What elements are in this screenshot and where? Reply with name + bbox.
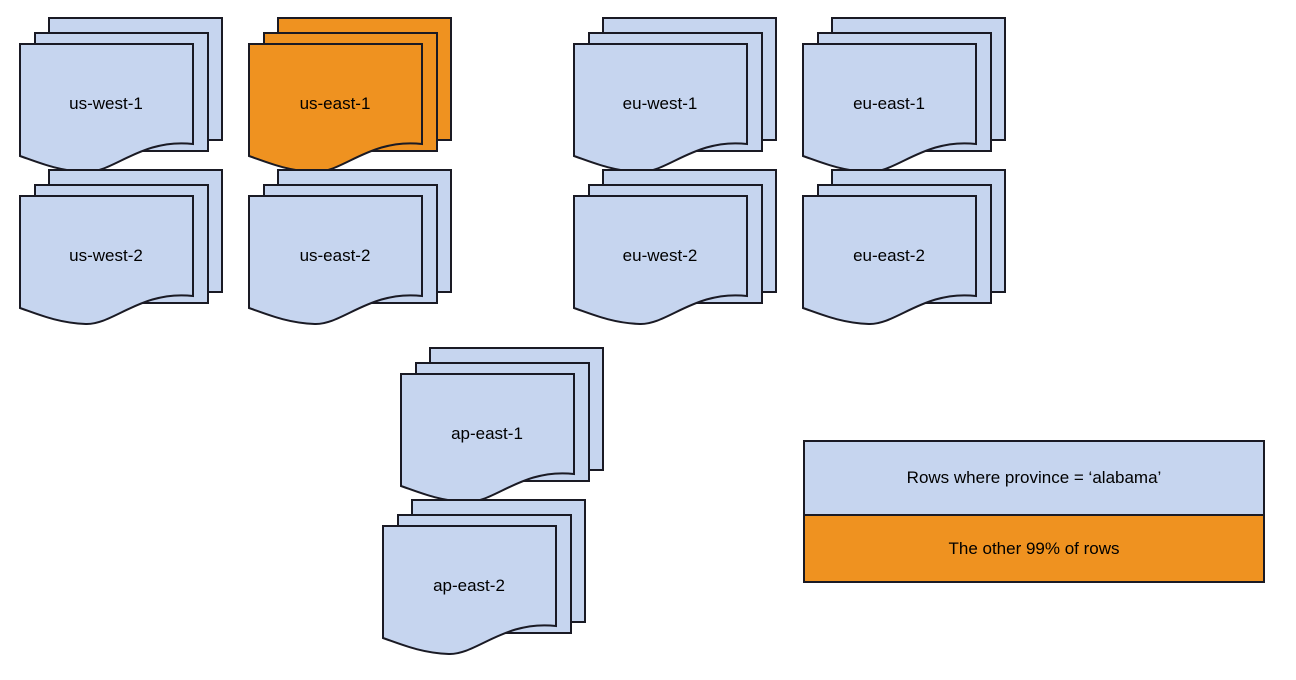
document-stack-eu-west-2[interactable] [573, 169, 777, 326]
stack-sheet-front-ap-east-2 [382, 525, 557, 656]
stack-sheet-front-eu-west-1 [573, 43, 748, 174]
legend-row-alabama: Rows where province = ‘alabama’ [805, 442, 1263, 516]
legend-row-alabama-label: Rows where province = ‘alabama’ [906, 468, 1162, 487]
document-stack-us-east-2[interactable] [248, 169, 452, 326]
stack-sheet-front-eu-east-1 [802, 43, 977, 174]
document-stack-ap-east-2[interactable] [382, 499, 586, 656]
document-stack-eu-west-1[interactable] [573, 17, 777, 174]
document-stack-us-west-2[interactable] [19, 169, 223, 326]
legend-row-other-label: The other 99% of rows [948, 538, 1120, 558]
document-stack-ap-east-1[interactable] [400, 347, 604, 504]
stack-sheet-front-us-east-2 [248, 195, 423, 326]
legend: Rows where province = ‘alabama’ The other… [803, 440, 1265, 583]
stack-sheet-front-eu-east-2 [802, 195, 977, 326]
document-stack-eu-east-1[interactable] [802, 17, 1006, 174]
stack-sheet-front-us-west-1 [19, 43, 194, 174]
stack-sheet-front-us-west-2 [19, 195, 194, 326]
stack-sheet-front-eu-west-2 [573, 195, 748, 326]
document-stack-eu-east-2[interactable] [802, 169, 1006, 326]
stack-sheet-front-ap-east-1 [400, 373, 575, 504]
document-stack-us-west-1[interactable] [19, 17, 223, 174]
stack-sheet-front-us-east-1 [248, 43, 423, 174]
document-stack-us-east-1[interactable] [248, 17, 452, 174]
legend-row-other: The other 99% of rows [805, 516, 1263, 581]
